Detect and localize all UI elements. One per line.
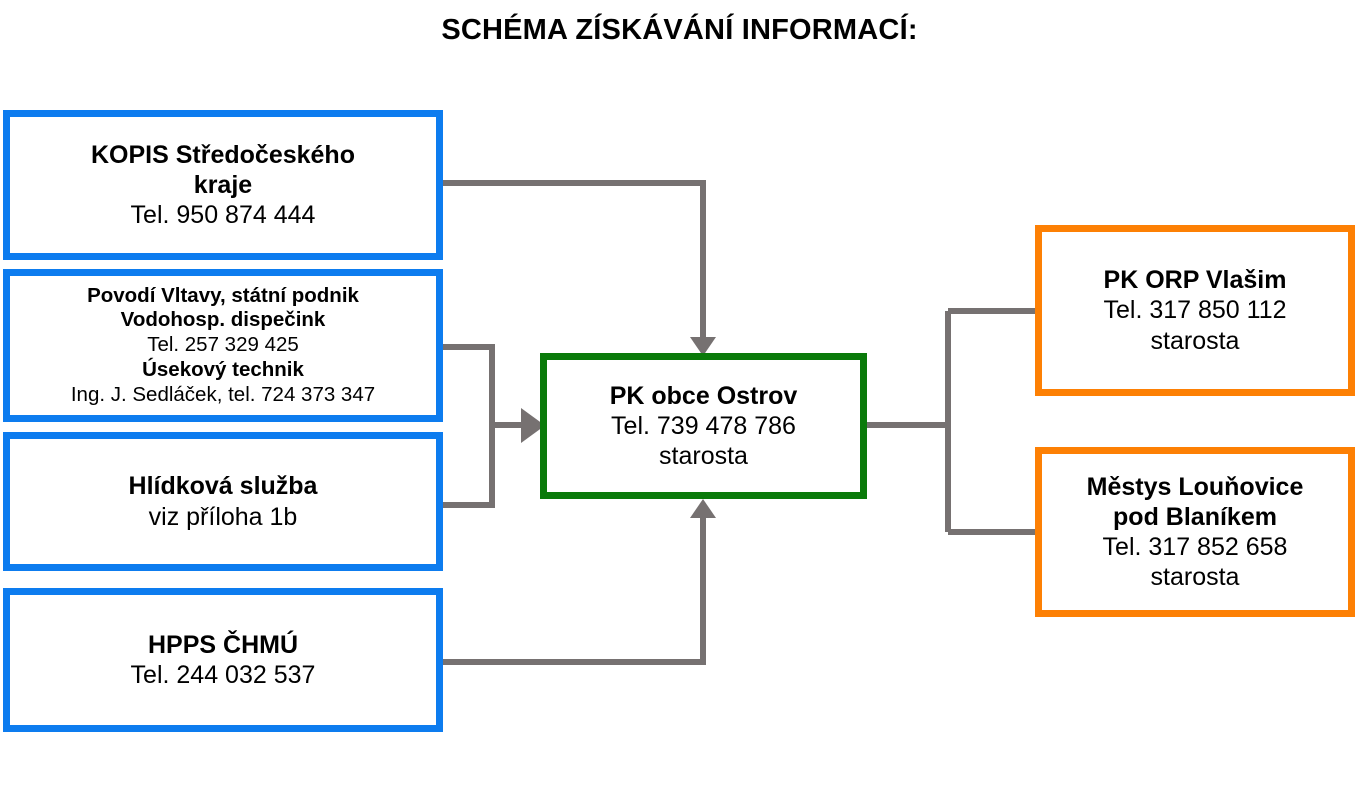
node-line: PK ORP Vlašim	[1103, 266, 1287, 295]
node-line: Tel. 739 478 786	[611, 411, 796, 440]
node-line: starosta	[659, 442, 748, 471]
node-line: Vodohosp. dispečink	[120, 308, 326, 332]
node-line: kraje	[193, 170, 253, 199]
node-line: starosta	[1150, 326, 1240, 355]
node-hlidkova-sluzba[interactable]: Hlídková služba viz příloha 1b	[3, 432, 443, 571]
node-line: viz příloha 1b	[148, 502, 298, 531]
edge-hpps-to-pk-ostrov	[441, 499, 716, 665]
node-line: Tel. 317 850 112	[1103, 296, 1287, 325]
node-line: PK obce Ostrov	[609, 381, 798, 410]
edge-kopis-to-pk-ostrov	[441, 180, 716, 356]
node-line: Tel. 244 032 537	[130, 661, 316, 689]
node-line: starosta	[1150, 563, 1240, 592]
node-line: Úsekový technik	[142, 357, 304, 381]
node-kopis-stredoceskeho-kraje[interactable]: KOPIS Středočeského kraje Tel. 950 874 4…	[3, 110, 443, 260]
node-povodi-vltavy[interactable]: Povodí Vltavy, státní podnik Vodohosp. d…	[3, 269, 443, 422]
node-line: Městys Louňovice	[1086, 472, 1304, 501]
node-mestys-lounovice-pod-blanikem[interactable]: Městys Louňovice pod Blaníkem Tel. 317 8…	[1035, 447, 1355, 617]
node-line: pod Blaníkem	[1113, 502, 1277, 531]
node-line: Ing. J. Sedláček, tel. 724 373 347	[70, 382, 376, 406]
node-line: Tel. 950 874 444	[130, 201, 316, 230]
node-hpps-chmu[interactable]: HPPS ČHMÚ Tel. 244 032 537	[3, 588, 443, 732]
node-pk-obce-ostrov[interactable]: PK obce Ostrov Tel. 739 478 786 starosta	[540, 353, 867, 499]
edge-povodi-hlidkova-to-pk-ostrov	[441, 344, 545, 508]
node-line: Povodí Vltavy, státní podnik	[87, 283, 359, 307]
node-pk-orp-vlasim[interactable]: PK ORP Vlašim Tel. 317 850 112 starosta	[1035, 225, 1355, 396]
page-title: SCHÉMA ZÍSKÁVÁNÍ INFORMACÍ:	[441, 14, 918, 46]
node-line: Tel. 257 329 425	[147, 333, 299, 357]
node-line: Tel. 317 852 658	[1102, 533, 1288, 561]
node-line: Hlídková služba	[128, 472, 318, 501]
node-line: HPPS ČHMÚ	[147, 630, 298, 659]
node-line: KOPIS Středočeského	[91, 140, 355, 169]
edge-pk-ostrov-to-orp-and-mestys	[866, 308, 1038, 535]
